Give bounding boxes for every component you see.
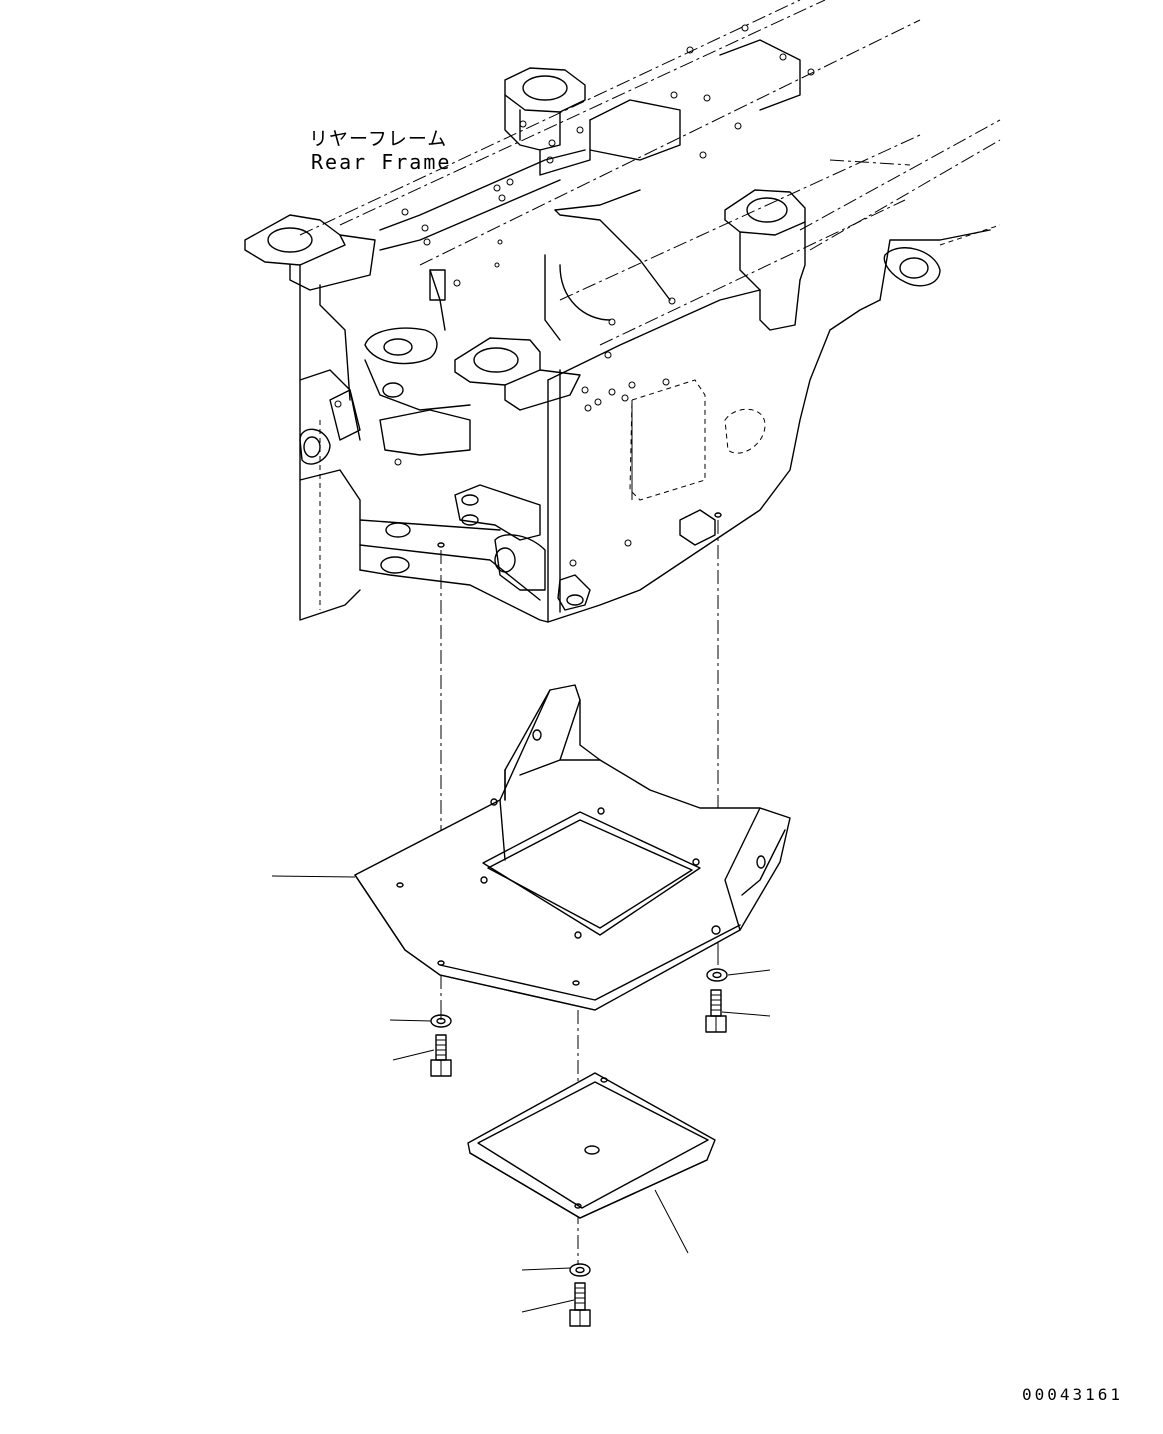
drawing-number: 00043161 — [1022, 1385, 1124, 1404]
hex-bolt-left — [430, 1034, 452, 1077]
rear-frame-label-japanese: リヤーフレーム — [309, 128, 448, 150]
washer-right — [706, 968, 728, 982]
access-cover-plate-drawing — [467, 1072, 716, 1219]
rear-frame-drawing — [244, 0, 1001, 623]
rear-frame-label-english: Rear Frame — [311, 150, 452, 174]
hex-bolt-bottom — [569, 1282, 591, 1327]
washer-bottom — [569, 1263, 591, 1277]
under-guard-plate-drawing — [354, 684, 791, 1011]
leader-lines — [271, 875, 771, 1313]
hex-bolt-right — [705, 989, 727, 1033]
